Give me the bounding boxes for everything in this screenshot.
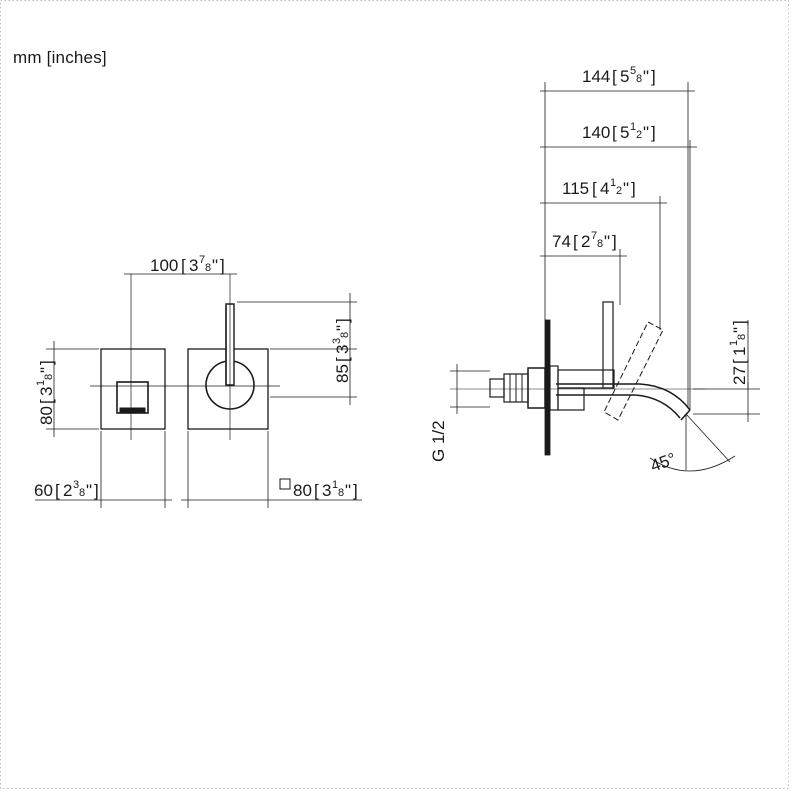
svg-text:45°: 45° bbox=[648, 449, 679, 476]
svg-text:3: 3 bbox=[331, 338, 343, 344]
svg-text:3: 3 bbox=[322, 481, 331, 500]
diverter-outlet bbox=[119, 407, 146, 414]
svg-text:5: 5 bbox=[630, 65, 636, 77]
svg-text:4: 4 bbox=[600, 179, 609, 198]
svg-text:[: [ bbox=[592, 179, 597, 198]
svg-text:": " bbox=[333, 325, 352, 331]
svg-text:80: 80 bbox=[37, 406, 56, 425]
svg-text:[: [ bbox=[55, 481, 60, 500]
svg-text:1: 1 bbox=[332, 479, 338, 491]
dim-74: 74 [ 2 7 8 " ] bbox=[552, 230, 617, 251]
svg-text:8: 8 bbox=[597, 238, 603, 250]
side-lever bbox=[602, 301, 614, 389]
svg-text:": " bbox=[86, 481, 92, 500]
svg-text:": " bbox=[730, 327, 749, 333]
svg-text:3: 3 bbox=[73, 479, 79, 491]
svg-text:8: 8 bbox=[205, 262, 211, 274]
svg-text:2: 2 bbox=[63, 481, 72, 500]
svg-text:8: 8 bbox=[79, 487, 85, 499]
svg-text:": " bbox=[345, 481, 351, 500]
svg-text:1: 1 bbox=[35, 380, 47, 386]
svg-text:[: [ bbox=[612, 123, 617, 142]
svg-text:8: 8 bbox=[736, 334, 748, 340]
svg-text:74: 74 bbox=[552, 232, 571, 251]
dim-27: 27 [ 1 1 8 " ] bbox=[728, 320, 749, 385]
svg-text:1: 1 bbox=[610, 177, 616, 189]
svg-text:7: 7 bbox=[199, 254, 205, 266]
svg-text:[: [ bbox=[181, 256, 186, 275]
spout-top bbox=[556, 383, 691, 411]
svg-text:]: ] bbox=[37, 360, 56, 365]
svg-text:]: ] bbox=[333, 318, 352, 323]
svg-text:115: 115 bbox=[562, 179, 589, 198]
diverter-plate bbox=[100, 348, 166, 430]
dim-square-80: 80 [ 3 1 8 " ] bbox=[293, 479, 358, 500]
dim-100: 100 [ 3 7 8 " ] bbox=[150, 254, 225, 275]
dim-144: 144 [ 5 5 8 " ] bbox=[582, 65, 656, 86]
svg-text:80: 80 bbox=[293, 481, 312, 500]
units-label: mm [inches] bbox=[13, 48, 107, 67]
svg-text:": " bbox=[623, 179, 629, 198]
dim-80-height: 80 [ 3 1 8 " ] bbox=[35, 360, 56, 425]
svg-text:[: [ bbox=[612, 67, 617, 86]
svg-text:G 1/2: G 1/2 bbox=[429, 420, 448, 462]
svg-text:8: 8 bbox=[636, 73, 642, 85]
dim-85: 85 [ 3 3 8 " ] bbox=[331, 318, 352, 383]
svg-text:]: ] bbox=[651, 123, 656, 142]
svg-text:8: 8 bbox=[339, 332, 351, 338]
svg-text:85: 85 bbox=[333, 364, 352, 383]
svg-text:2: 2 bbox=[616, 185, 622, 197]
angle-arc bbox=[649, 455, 736, 472]
svg-text:": " bbox=[37, 367, 56, 373]
svg-text:]: ] bbox=[612, 232, 617, 251]
svg-text:3: 3 bbox=[37, 387, 56, 396]
svg-text:60: 60 bbox=[34, 481, 53, 500]
dim-thread: G 1/2 bbox=[429, 420, 448, 462]
svg-text:[: [ bbox=[573, 232, 578, 251]
svg-text:1: 1 bbox=[728, 340, 740, 346]
svg-text:[: [ bbox=[37, 399, 56, 404]
svg-text:2: 2 bbox=[581, 232, 590, 251]
svg-text:]: ] bbox=[730, 320, 749, 325]
svg-text:]: ] bbox=[220, 256, 225, 275]
svg-text:140: 140 bbox=[582, 123, 610, 142]
dim-60: 60 [ 2 3 8 " ] bbox=[34, 479, 99, 500]
svg-text:3: 3 bbox=[333, 345, 352, 354]
border bbox=[0, 0, 789, 789]
svg-text:]: ] bbox=[94, 481, 99, 500]
lever-alt-position bbox=[603, 321, 664, 421]
svg-text:[: [ bbox=[314, 481, 319, 500]
svg-text:[: [ bbox=[333, 357, 352, 362]
svg-text:]: ] bbox=[353, 481, 358, 500]
svg-text:5: 5 bbox=[620, 67, 629, 86]
svg-text:": " bbox=[604, 232, 610, 251]
side-view bbox=[450, 82, 760, 472]
dim-angle: 45° bbox=[648, 449, 679, 476]
svg-text:8: 8 bbox=[338, 487, 344, 499]
svg-text:3: 3 bbox=[189, 256, 198, 275]
svg-text:27: 27 bbox=[730, 366, 749, 385]
svg-text:144: 144 bbox=[582, 67, 610, 86]
dim-100-mm: 100 bbox=[150, 256, 178, 275]
svg-text:]: ] bbox=[651, 67, 656, 86]
svg-text:]: ] bbox=[631, 179, 636, 198]
svg-text:1: 1 bbox=[730, 347, 749, 356]
svg-text:": " bbox=[643, 67, 649, 86]
dim-115: 115 [ 4 1 2 " ] bbox=[562, 177, 636, 198]
svg-text:5: 5 bbox=[620, 123, 629, 142]
front-view bbox=[35, 273, 362, 508]
svg-text:": " bbox=[643, 123, 649, 142]
spout-bottom bbox=[556, 394, 681, 419]
svg-text:7: 7 bbox=[591, 230, 597, 242]
svg-text:": " bbox=[212, 256, 218, 275]
svg-text:1: 1 bbox=[630, 121, 636, 133]
dim-140: 140 [ 5 1 2 " ] bbox=[582, 121, 656, 142]
svg-text:8: 8 bbox=[43, 374, 55, 380]
svg-text:2: 2 bbox=[636, 129, 642, 141]
svg-text:[: [ bbox=[730, 359, 749, 364]
